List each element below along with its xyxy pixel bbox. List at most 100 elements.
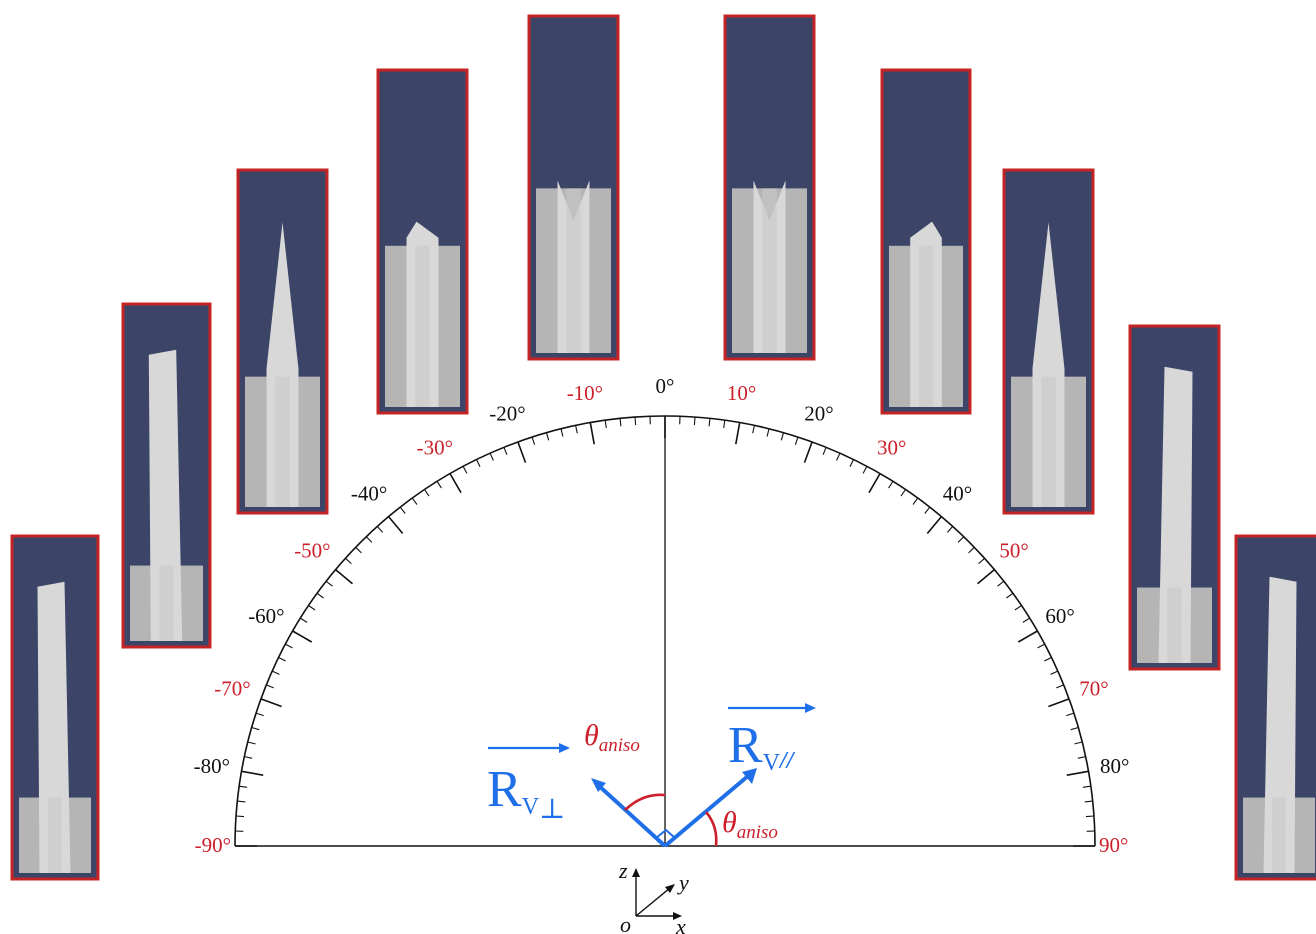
degree-label: 40° [943,482,972,506]
protractor-tick [634,416,637,426]
protractor-tick [836,452,841,461]
protractor-tick [1037,643,1045,649]
protractor-tick [503,447,508,455]
degree-label: -50° [294,538,330,562]
protractor-tick [1070,726,1079,731]
protractor-tick [376,526,384,533]
protractor-tick [997,580,1005,587]
panel-crystal-shape [1158,366,1193,663]
theta-left-sub: aniso [599,735,640,756]
protractor-tick [849,459,854,467]
degree-label: 30° [877,436,906,460]
protractor-tick [619,418,622,427]
protractor-tick [489,452,494,461]
theta-left-label: θaniso [584,719,640,756]
protractor-tick [1006,592,1014,599]
degree-label: 50° [999,538,1028,562]
panel-core-strip [1041,376,1056,507]
panel-core-strip [918,245,934,407]
protractor-tick [244,756,253,759]
protractor-tick [1077,756,1086,759]
perp-vector-main: R [487,761,522,818]
parallel-overbar-head [805,703,816,713]
degree-labels: -90°-80°-70°-60°-50°-40°-30°-20°-10°0°10… [194,374,1130,857]
panel-core-strip [762,188,777,353]
protractor-tick [462,466,468,474]
theta-left-main: θ [584,719,599,752]
z-axis-arrowhead [632,868,640,877]
protractor-tick [424,489,430,497]
simulation-panel [1128,324,1221,671]
protractor-tick [387,516,404,535]
degree-label: -20° [489,402,525,426]
protractor-tick [924,506,931,514]
vector-annotations: RV⊥ RV// θaniso θaniso [487,703,816,848]
panel-core-strip [1272,797,1286,873]
protractor-tick [1085,815,1095,818]
protractor-tick [723,420,726,429]
protractor: -90°-80°-70°-60°-50°-40°-30°-20°-10°0°10… [194,374,1130,857]
protractor-tick [978,557,985,565]
protractor-tick [308,605,316,611]
parallel-vector-main: R [728,717,763,774]
degree-label: 10° [727,381,756,405]
protractor-tick [237,800,246,803]
degree-label: 20° [804,402,833,426]
protractor-tick [300,617,308,623]
parallel-vector-arrowhead [742,768,757,784]
protractor-tick [976,568,995,585]
protractor-tick [780,432,785,441]
simulation-panel [236,168,329,515]
protractor-tick [271,670,280,675]
protractor-tick [399,506,406,514]
simulation-panel [376,68,469,415]
protractor-tick [255,712,264,717]
protractor-tick [285,643,293,649]
y-axis-label: y [677,870,689,895]
protractor-tick [604,420,607,429]
protractor-tick [531,436,536,445]
protractor-tick [251,726,260,731]
protractor-tick [517,441,527,463]
protractor-ticks [235,416,1095,847]
parallel-vector-symbol: // [778,748,796,774]
protractor-tick [325,580,333,587]
protractor-tick [292,630,313,643]
protractor-tick [708,418,711,427]
protractor-tick [345,557,352,565]
protractor-tick [247,741,256,745]
panel-core-strip [566,188,581,353]
panel-crystal-shape [1263,576,1297,873]
protractor-tick [316,592,324,599]
x-axis-label: x [675,914,686,934]
protractor-tick [335,568,354,585]
degree-label: 60° [1045,604,1074,628]
protractor-tick [1044,657,1052,662]
coordinate-axes: z y x o [618,858,689,934]
origin-label: o [620,912,631,934]
panel-core-strip [48,797,62,873]
protractor-tick [912,497,919,505]
degree-label: -40° [351,482,387,506]
theta-right-main: θ [722,806,737,839]
protractor-tick [241,770,264,776]
degree-label: -60° [248,604,284,628]
perp-vector-symbol: ⊥ [539,794,565,825]
protractor-tick [1084,800,1093,803]
perp-vector-sub: V [522,794,540,820]
protractor-tick [1022,617,1030,623]
protractor-tick [1082,785,1091,788]
theta-right-arc [704,811,718,847]
protractor-tick [1074,741,1083,745]
protractor-tick [1048,698,1070,708]
panel-crystal-shape [37,581,71,873]
z-axis-label: z [618,858,628,883]
panels-layer [10,14,1316,881]
degree-label: -90° [195,833,231,857]
panel-core-strip [415,245,430,407]
y-axis [635,887,671,917]
y-axis-arrowhead [665,884,675,893]
protractor-tick [235,815,245,818]
simulation-panel [1002,168,1095,515]
